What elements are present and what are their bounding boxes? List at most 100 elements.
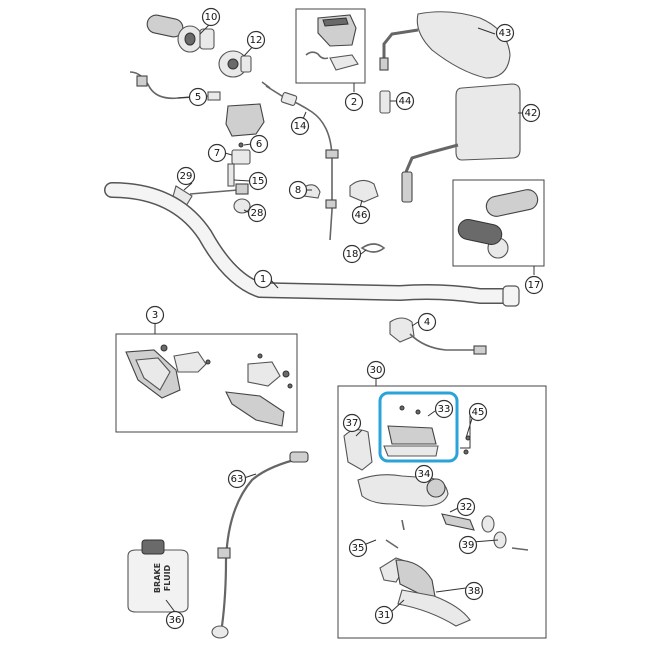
callout-circle: [253, 269, 273, 289]
callout-circle: [288, 180, 308, 200]
callout-number: 46: [355, 210, 368, 221]
callout-45: 45: [468, 402, 488, 422]
callout-number: 7: [214, 148, 220, 159]
part-kill-switch: [305, 14, 359, 71]
callout-number: 17: [528, 280, 541, 291]
callout-circle: [145, 305, 165, 325]
callout-43: 43: [495, 23, 515, 43]
bottle-label-line1: BRAKE: [153, 563, 162, 593]
callout-circle: [434, 399, 454, 419]
callout-15: 15: [248, 171, 268, 191]
callout-circle: [207, 143, 227, 163]
callout-circle: [246, 30, 266, 50]
part-master-cylinder: [343, 405, 529, 627]
callout-46: 46: [351, 205, 371, 225]
callout-number: 37: [346, 418, 359, 429]
callout-circle: [248, 171, 268, 191]
part-small-clamp: [303, 184, 321, 199]
callout-circle: [414, 464, 434, 484]
callout-number: 2: [351, 97, 357, 108]
callout-circle: [165, 610, 185, 630]
callout-number: 29: [180, 171, 193, 182]
callout-circle: [176, 166, 196, 186]
part-brake-hose: [211, 451, 309, 639]
callout-14: 14: [290, 116, 310, 136]
callout-number: 31: [378, 610, 391, 621]
callout-32: 32: [456, 497, 476, 517]
callout-circle: [495, 23, 515, 43]
callout-number: 35: [352, 543, 365, 554]
callout-4: 4: [417, 312, 437, 332]
callout-number: 1: [260, 274, 266, 285]
callout-12: 12: [246, 30, 266, 50]
part-3-box: [115, 333, 298, 433]
callout-number: 39: [462, 540, 475, 551]
callout-circle: [458, 535, 478, 555]
callout-44: 44: [395, 91, 415, 111]
part-throttle-cable: [261, 81, 339, 241]
part-hand-guards: [125, 344, 293, 427]
callout-number: 63: [231, 474, 244, 485]
callout-circle: [417, 312, 437, 332]
callout-number: 45: [472, 407, 485, 418]
callout-number: 36: [169, 615, 182, 626]
part-throttle-housing: [218, 50, 252, 78]
callout-circle: [524, 275, 544, 295]
callout-circle: [344, 92, 364, 112]
callout-31: 31: [374, 605, 394, 625]
callout-circle: [351, 205, 371, 225]
highlight-part-33: [378, 391, 459, 463]
callout-number: 44: [399, 96, 412, 107]
part-brake-fluid-bottle: BRAKE FLUID: [127, 539, 189, 613]
callout-circle: [521, 103, 541, 123]
part-mirror-square: [401, 83, 521, 203]
callout-10: 10: [201, 7, 221, 27]
part-30-box: [337, 385, 547, 639]
callout-circle: [201, 7, 221, 27]
callout-circle: [374, 605, 394, 625]
part-mirror-oval: [379, 11, 511, 79]
callout-5: 5: [188, 87, 208, 107]
part-grips: [457, 189, 539, 259]
callout-number: 5: [195, 92, 201, 103]
part-hot-start-lever: [171, 183, 251, 214]
callout-circle: [464, 581, 484, 601]
callout-circle: [366, 360, 386, 380]
callout-circle: [395, 91, 415, 111]
callout-number: 10: [205, 12, 218, 23]
callout-number: 32: [460, 502, 473, 513]
callout-number: 18: [346, 249, 359, 260]
callout-3: 3: [145, 305, 165, 325]
callout-1: 1: [253, 269, 273, 289]
part-17-box: [452, 179, 545, 267]
callout-number: 28: [251, 208, 264, 219]
callout-7: 7: [207, 143, 227, 163]
callout-circle: [348, 538, 368, 558]
callout-number: 6: [256, 139, 262, 150]
part-clutch-switch: [389, 317, 487, 355]
callout-number: 34: [418, 469, 431, 480]
part-switch-housing: [225, 103, 265, 187]
part-2-box: [295, 8, 366, 84]
callout-39: 39: [458, 535, 478, 555]
callout-number: 43: [499, 28, 512, 39]
callout-8: 8: [288, 180, 308, 200]
callout-35: 35: [348, 538, 368, 558]
callout-number: 12: [250, 35, 263, 46]
callout-number: 38: [468, 586, 481, 597]
callout-38: 38: [464, 581, 484, 601]
part-lever-clamp: [349, 179, 379, 203]
callout-number: 42: [525, 108, 538, 119]
callout-63: 63: [227, 469, 247, 489]
callout-circle: [342, 244, 362, 264]
part-switch-cable: [129, 71, 221, 101]
callout-circle: [188, 87, 208, 107]
part-cable-tie: [360, 243, 386, 253]
callout-number: 30: [370, 365, 383, 376]
part-throttle-grip: [146, 14, 215, 53]
callout-circle: [456, 497, 476, 517]
callout-circle: [247, 203, 267, 223]
